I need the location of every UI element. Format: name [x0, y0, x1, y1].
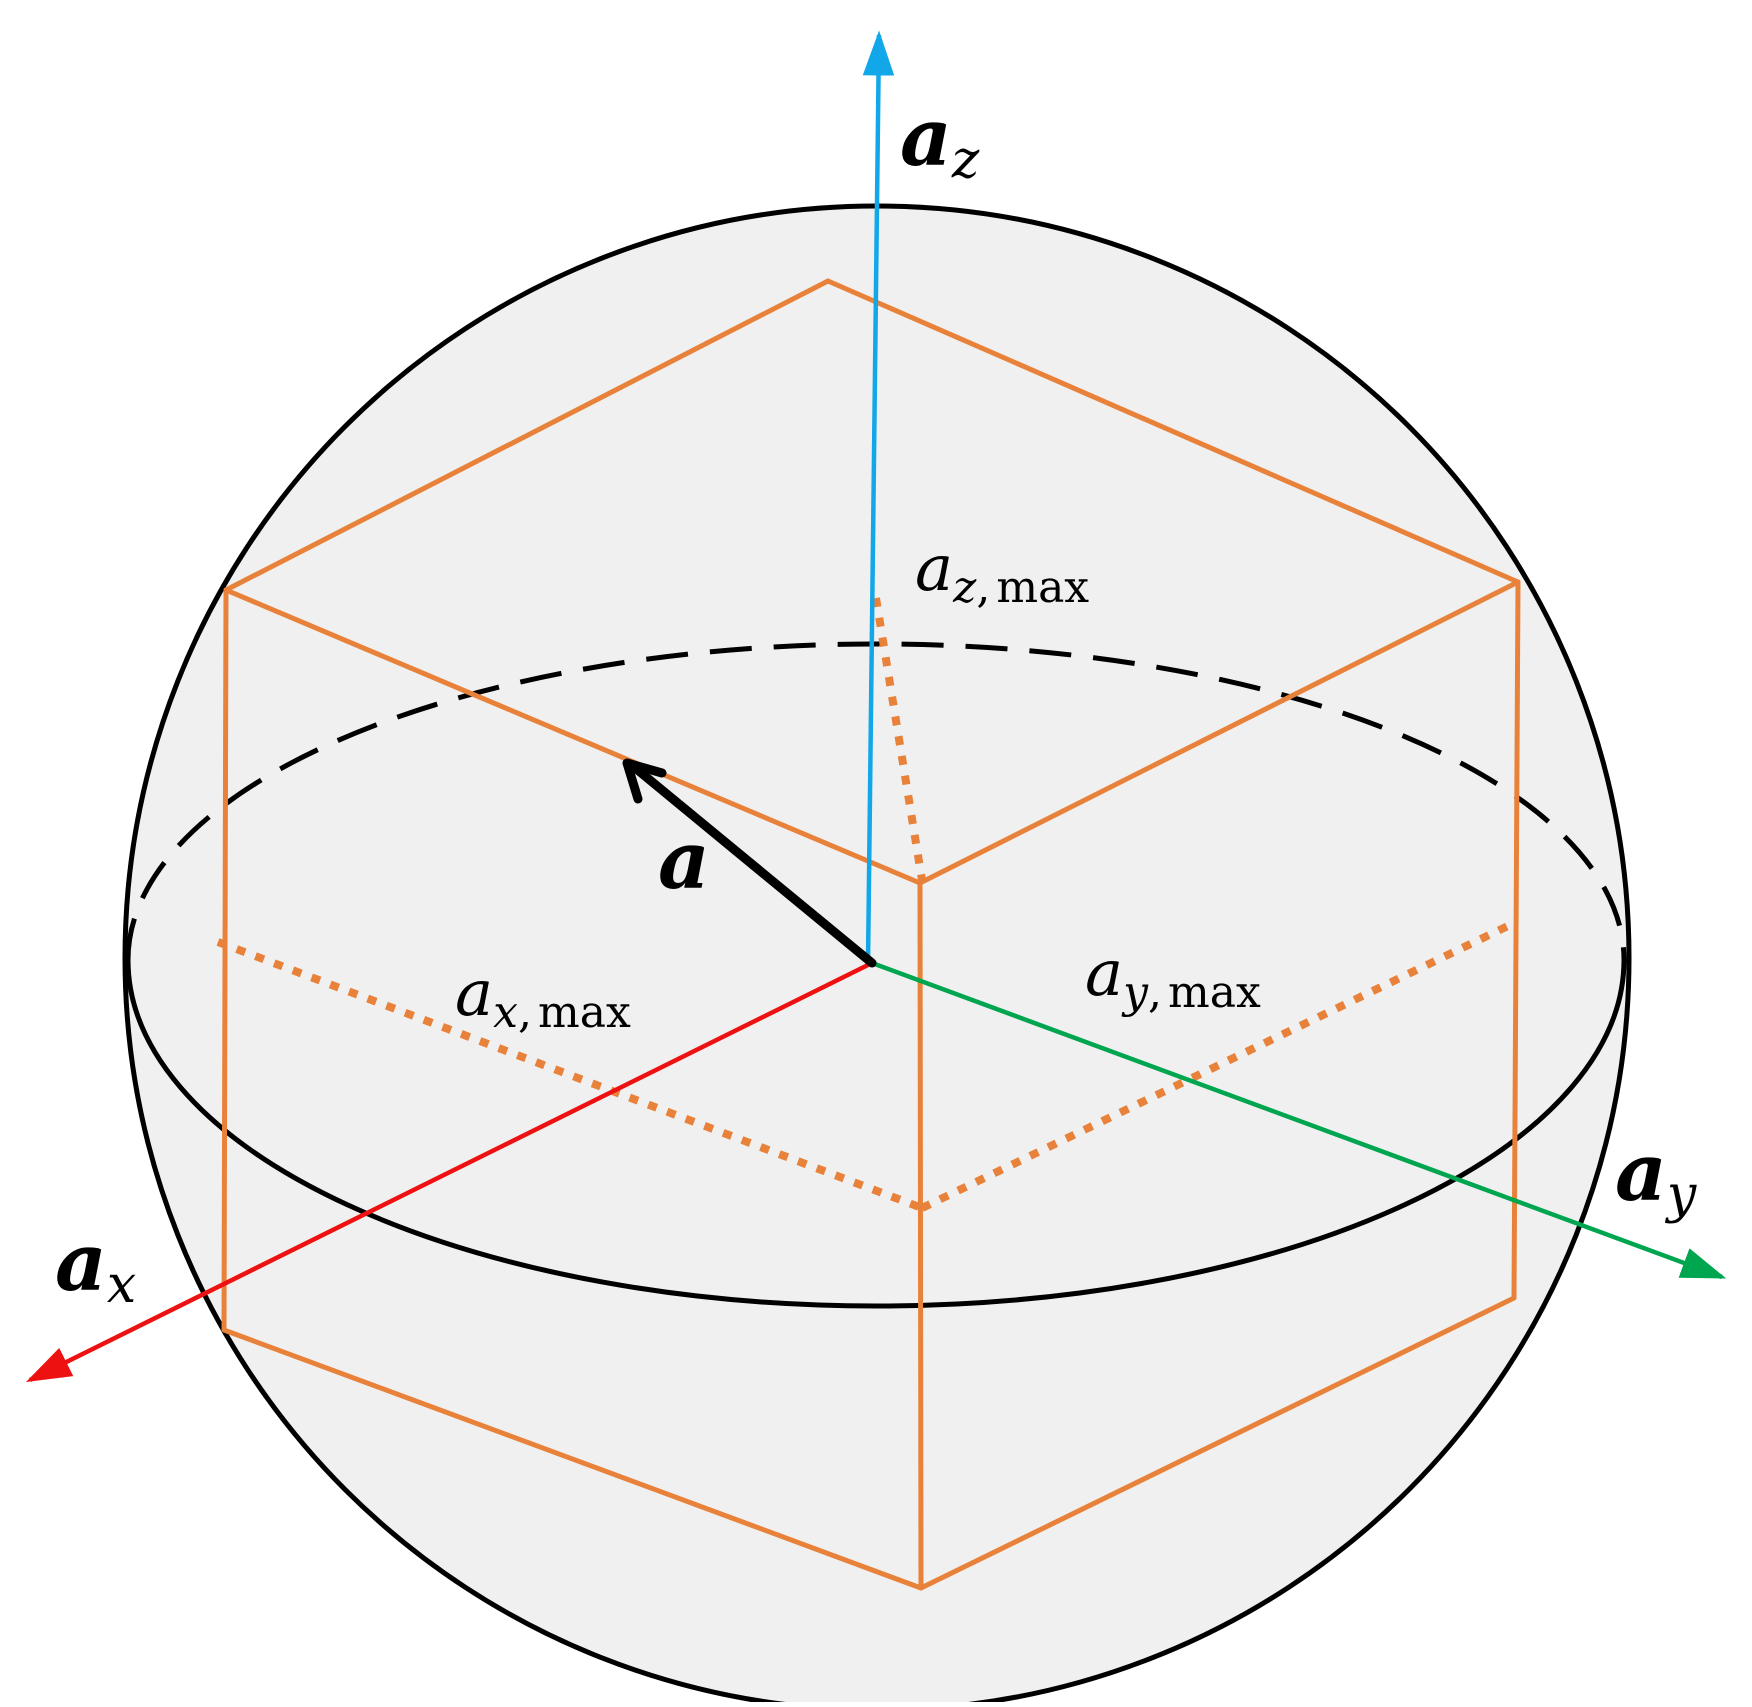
axis-y: [871, 960, 1727, 1280]
box-hidden-edges: [216, 597, 1514, 1212]
box-top-edge-2: [825, 278, 1521, 585]
box-hidden-edge-z: [872, 597, 926, 881]
equator-back-dashed: [125, 641, 1627, 961]
sphere: [122, 203, 1632, 1707]
box-vertical-left: [221, 587, 229, 1333]
box-hidden-edge-x: [216, 938, 924, 1212]
box-top-edge-3: [223, 587, 923, 886]
label-ax: ax: [55, 1215, 136, 1315]
label-axmax: ax,max: [455, 957, 631, 1038]
box-vertical-right: [1511, 579, 1521, 1301]
equator-front: [125, 959, 1627, 1309]
box-visible-edges: [221, 278, 1521, 1591]
label-aymax: ay,max: [1085, 937, 1261, 1018]
box-top-edge-1: [223, 278, 831, 593]
box-vertical-front: [917, 880, 924, 1591]
box-bottom-edge-left: [221, 1327, 924, 1591]
vector-a-arrowhead: [622, 758, 667, 804]
axis-z: [862, 30, 895, 964]
box-bottom-edge-right: [918, 1295, 1517, 1591]
label-ay: ay: [1615, 1125, 1697, 1225]
box-hidden-edge-y: [920, 920, 1514, 1212]
label-azmax: az,max: [915, 532, 1089, 613]
label-az: az: [900, 90, 980, 190]
label-a: a: [658, 813, 710, 907]
axis-x: [25, 960, 873, 1383]
box-top-edge-4: [917, 579, 1521, 886]
vector-a: [629, 762, 877, 968]
